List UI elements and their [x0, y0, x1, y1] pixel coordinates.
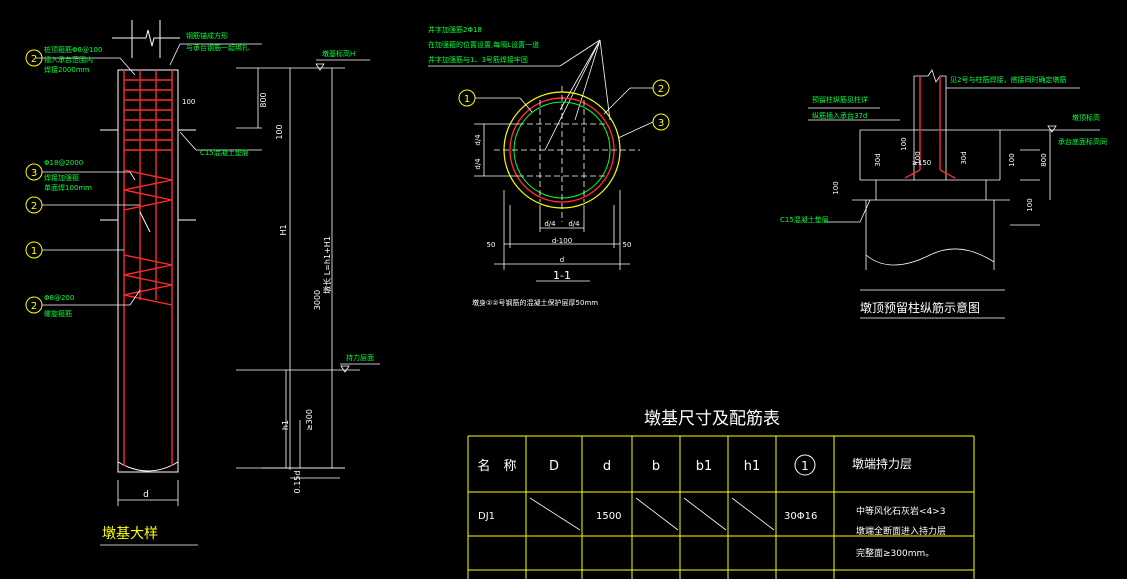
table-cell-layer-2: 墩端全断面进入持力层	[856, 525, 946, 537]
table-header-h1: h1	[744, 459, 761, 474]
table-header-name: 名 称	[477, 458, 516, 474]
dim-d4-bottom-right: d/4	[568, 220, 580, 228]
svg-text:2: 2	[658, 84, 664, 95]
section-bubble-3: 3	[617, 113, 670, 139]
dim-top-100a: 100	[900, 137, 908, 150]
label-spiral-1: Φ8@200	[44, 294, 74, 302]
callout-bubble-2-bottom: 2	[25, 296, 43, 314]
top-detail-note-top: 见2号与柱筋焊接，搭接同时确定墩筋	[950, 75, 1066, 84]
dim-800: 800	[259, 92, 268, 107]
dim-3000: 3000	[313, 290, 322, 310]
dim-top-100c: 100	[1008, 153, 1016, 166]
table-cell-name: DJ1	[478, 511, 495, 522]
dim-top-100b: 100	[914, 151, 922, 164]
dim-d-pier: d	[143, 490, 149, 500]
section-footnote: 墩身②②号钢筋的混凝土保护层厚50mm	[472, 298, 598, 307]
table-header-rebar-bubble: 1	[794, 454, 816, 476]
table-header-d: d	[603, 459, 611, 474]
section-title: 1-1	[553, 269, 571, 282]
dim-top-30d: 30d	[874, 153, 882, 166]
svg-text:2: 2	[31, 301, 37, 312]
svg-text:1: 1	[464, 94, 470, 105]
callout-bubble-2-mid: 2	[25, 196, 43, 214]
section-note-2: 在加强箍的位置设置,每隔L设置一道	[428, 40, 539, 49]
top-detail: 见2号与柱筋焊接，搭接同时确定墩筋 预留柱纵筋见柱详 纵筋插入承台37d 墩顶标…	[780, 69, 1107, 319]
callout-bubble-3: 3	[25, 163, 43, 181]
table-cell-d: 1500	[596, 511, 621, 522]
label-ring-1: Φ18@2000	[44, 159, 83, 167]
label-stirrup-top-2: 插入承台范围内	[44, 55, 93, 64]
top-detail-note-left-1: 预留柱纵筋见柱详	[812, 95, 868, 104]
label-c15-pier: C15混凝土垫层	[200, 148, 249, 157]
dim-d-minus-100: d-100	[552, 237, 572, 245]
pier-outline	[117, 69, 179, 473]
elevation-dimensions: 墩基标高H 持力层面 800 100 H1 3000 墩长 L=h1+H1 h1…	[236, 49, 380, 493]
dim-top-100d: 100	[832, 181, 840, 194]
section-note-1: 井字加强筋2Φ18	[428, 25, 482, 34]
label-anchor-1: 钢筋锚成方形	[186, 31, 228, 40]
label-spiral-2: 螺旋箍筋	[44, 309, 72, 318]
top-detail-note-left-2: 纵筋插入承台37d	[812, 111, 867, 120]
top-detail-title: 墩顶预留柱纵筋示意图	[860, 300, 980, 315]
dim-h1: h1	[281, 420, 290, 430]
dim-d4-left-top: d/4	[474, 134, 482, 146]
dim-top-100e: 100	[1026, 198, 1034, 211]
table-cell-layer-3: 完整面≥300mm。	[856, 547, 934, 559]
table-header-D: D	[549, 459, 559, 474]
label-pier-elevation: 墩基标高H	[322, 49, 355, 58]
callout-bubble-1: 1	[25, 241, 43, 259]
svg-text:2: 2	[31, 54, 37, 65]
dimension-table: 墩基尺寸及配筋表 名 称 D d b	[467, 409, 975, 579]
rebar-cage	[123, 70, 173, 466]
top-detail-rebar	[904, 76, 956, 179]
section-bubble-1: 1	[458, 89, 533, 113]
svg-text:3: 3	[31, 168, 37, 179]
table-title: 墩基尺寸及配筋表	[644, 409, 780, 429]
dim-top-30d-b: 30d	[960, 151, 968, 164]
top-detail-label-c15: C15混凝土垫层	[780, 215, 829, 224]
svg-text:2: 2	[31, 201, 37, 212]
label-anchor-2: 与承台钢筋一起绑扎	[186, 43, 249, 52]
label-bearing-layer: 持力层面	[346, 353, 374, 362]
dim-ge300: ≥300	[305, 409, 314, 431]
top-detail-label-base: 承台底面标高同	[1058, 137, 1107, 146]
label-ring-2: 焊接加强箍	[44, 173, 79, 182]
section-note-3: 井字加强筋与1、3号筋焊接牢固	[428, 55, 528, 64]
label-100-side: 100	[182, 98, 195, 106]
dim-50-right: 50	[623, 241, 632, 249]
top-detail-label-elev: 墩顶标高	[1072, 113, 1100, 122]
dim-50-left: 50	[487, 241, 496, 249]
dim-d4-left-bottom: d/4	[474, 158, 482, 170]
table-cell-layer-1: 中等风化石灰岩<4>3	[856, 505, 946, 517]
dim-d4-bottom-left: d/4	[544, 220, 556, 228]
dim-L: 墩长 L=h1+H1	[322, 236, 332, 294]
svg-text:1: 1	[801, 459, 809, 473]
dim-top-800: 800	[1040, 153, 1048, 166]
label-stirrup-top-3: 焊接2000mm	[44, 65, 90, 74]
dim-top-150: ≥150	[912, 159, 931, 167]
section-1-1: 井字加强筋2Φ18 在加强箍的位置设置,每隔L设置一道 井字加强筋与1、3号筋焊…	[428, 25, 670, 307]
pier-detail-title: 墩基大样	[102, 525, 158, 542]
label-stirrup-top-1: 桩顶箍筋Φ8@100	[44, 45, 102, 54]
callout-bubble-2-top: 2	[25, 49, 43, 67]
section-bubble-2: 2	[603, 79, 670, 115]
dim-015d: 0.15d	[293, 471, 302, 494]
dim-H1: H1	[279, 224, 288, 235]
table-cell-rebar: 30Φ16	[784, 511, 817, 522]
break-line-icon	[112, 20, 180, 58]
label-ring-3: 单面焊100mm	[44, 183, 92, 192]
table-header-b1: b1	[696, 459, 713, 474]
table-header-b: b	[652, 459, 660, 474]
pier-detail: 2 3 2 1 2 桩顶箍筋Φ8@100 插入承台范围内 焊接2000mm 钢筋…	[25, 20, 262, 546]
svg-text:3: 3	[658, 118, 664, 129]
table-header-layer: 墩端持力层	[852, 456, 912, 471]
svg-text:1: 1	[31, 246, 37, 257]
dim-d-section: d	[560, 256, 564, 264]
dim-100: 100	[275, 124, 284, 139]
